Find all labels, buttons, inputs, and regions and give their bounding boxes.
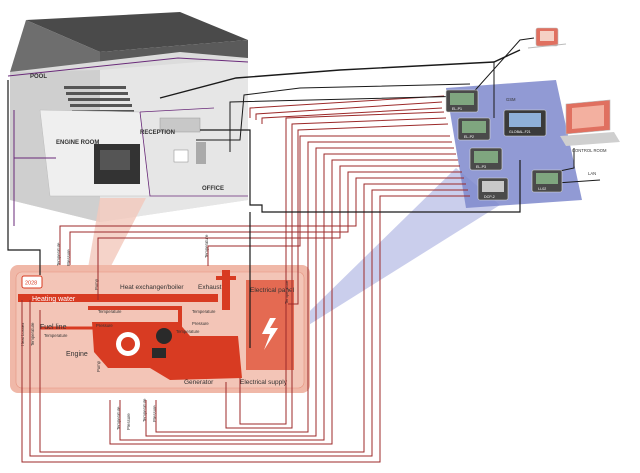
sensor-label-temperature-3: Temperature [176,329,200,334]
svg-text:DCP-2: DCP-2 [484,195,495,199]
building [7,12,249,222]
device-dcp: DCP-2 [477,177,509,201]
sensor-label-temperature-v4: Temperature [30,322,35,346]
sensor-label-pressure-v2: Pressure [126,413,131,430]
sensor-label-temperature-2: Temperature [192,309,216,314]
phone-icon [527,27,567,49]
projection-beam [272,168,500,348]
label-fuel-line: Fuel line [40,324,67,331]
label-electrical-panel: Electrical panel [250,287,295,294]
sensor-label-pump-v1: Pump [94,278,99,290]
counter-display [21,275,43,289]
label-engine: Engine [66,351,88,358]
svg-text:CONTROL ROOM: CONTROL ROOM [572,148,607,153]
sensor-label-pressure-v1: Pressure [66,249,71,266]
heating-water-pipe [18,294,218,302]
room-label-pool: POOL [30,74,47,80]
device-el-p3: EL-P3 [469,147,503,171]
sensor-label-temperature-4: Temperature [44,333,68,338]
sensor-label-temperature-v6: Temperature [142,398,147,422]
sensor-label-temperature-v1: Temperature [56,242,61,266]
link-label-lan: LAN [588,171,596,176]
label-exhaust: Exhaust [198,284,222,291]
control-room-laptop: CONTROL ROOM [560,99,620,153]
label-generator: Generator [184,379,214,386]
sensor-label-temperature-1: Temperature [98,309,122,314]
sensor-label-pump-v2: Pump [96,360,101,372]
lightning-icon [262,318,278,350]
device-el-p2: EL-P2 [457,117,491,141]
svg-text:GLOBAL-F21: GLOBAL-F21 [509,130,531,134]
svg-text:EL-P3: EL-P3 [476,165,486,169]
sensor-wiring [21,95,470,463]
sensor-label-pressure-1: Pressure [96,323,113,328]
device-el-p1: EL-P1 [445,89,479,113]
zoom-funnel [88,198,146,268]
exhaust-pipe [222,270,230,310]
sensor-label-temperature-v5: Temperature [116,406,121,430]
device-global: GLOBAL-F21 [503,109,547,137]
room-label-engine-room: ENGINE ROOM [56,140,99,146]
sensor-label-pressure-v3: Pressure [152,405,157,422]
sensor-label-pressure-2: Pressure [192,321,209,326]
sensor-label-temperature-v2: Temperature [204,234,209,258]
svg-text:I-L02: I-L02 [538,187,546,191]
svg-text:EL-P1: EL-P1 [452,107,462,111]
counter-value: 2028 [25,281,37,287]
room-label-reception: RECEPTION [140,130,175,136]
link-label-gsm: GSM [506,97,516,102]
room-label-office: OFFICE [202,186,224,192]
device-il: I-L02 [531,169,563,193]
label-heating-water: Heating water [32,296,76,303]
label-heat-exchanger: Heat exchanger/boiler [120,284,184,291]
label-electrical-supply: Electrical supply [240,379,288,386]
svg-text:EL-P2: EL-P2 [464,135,474,139]
